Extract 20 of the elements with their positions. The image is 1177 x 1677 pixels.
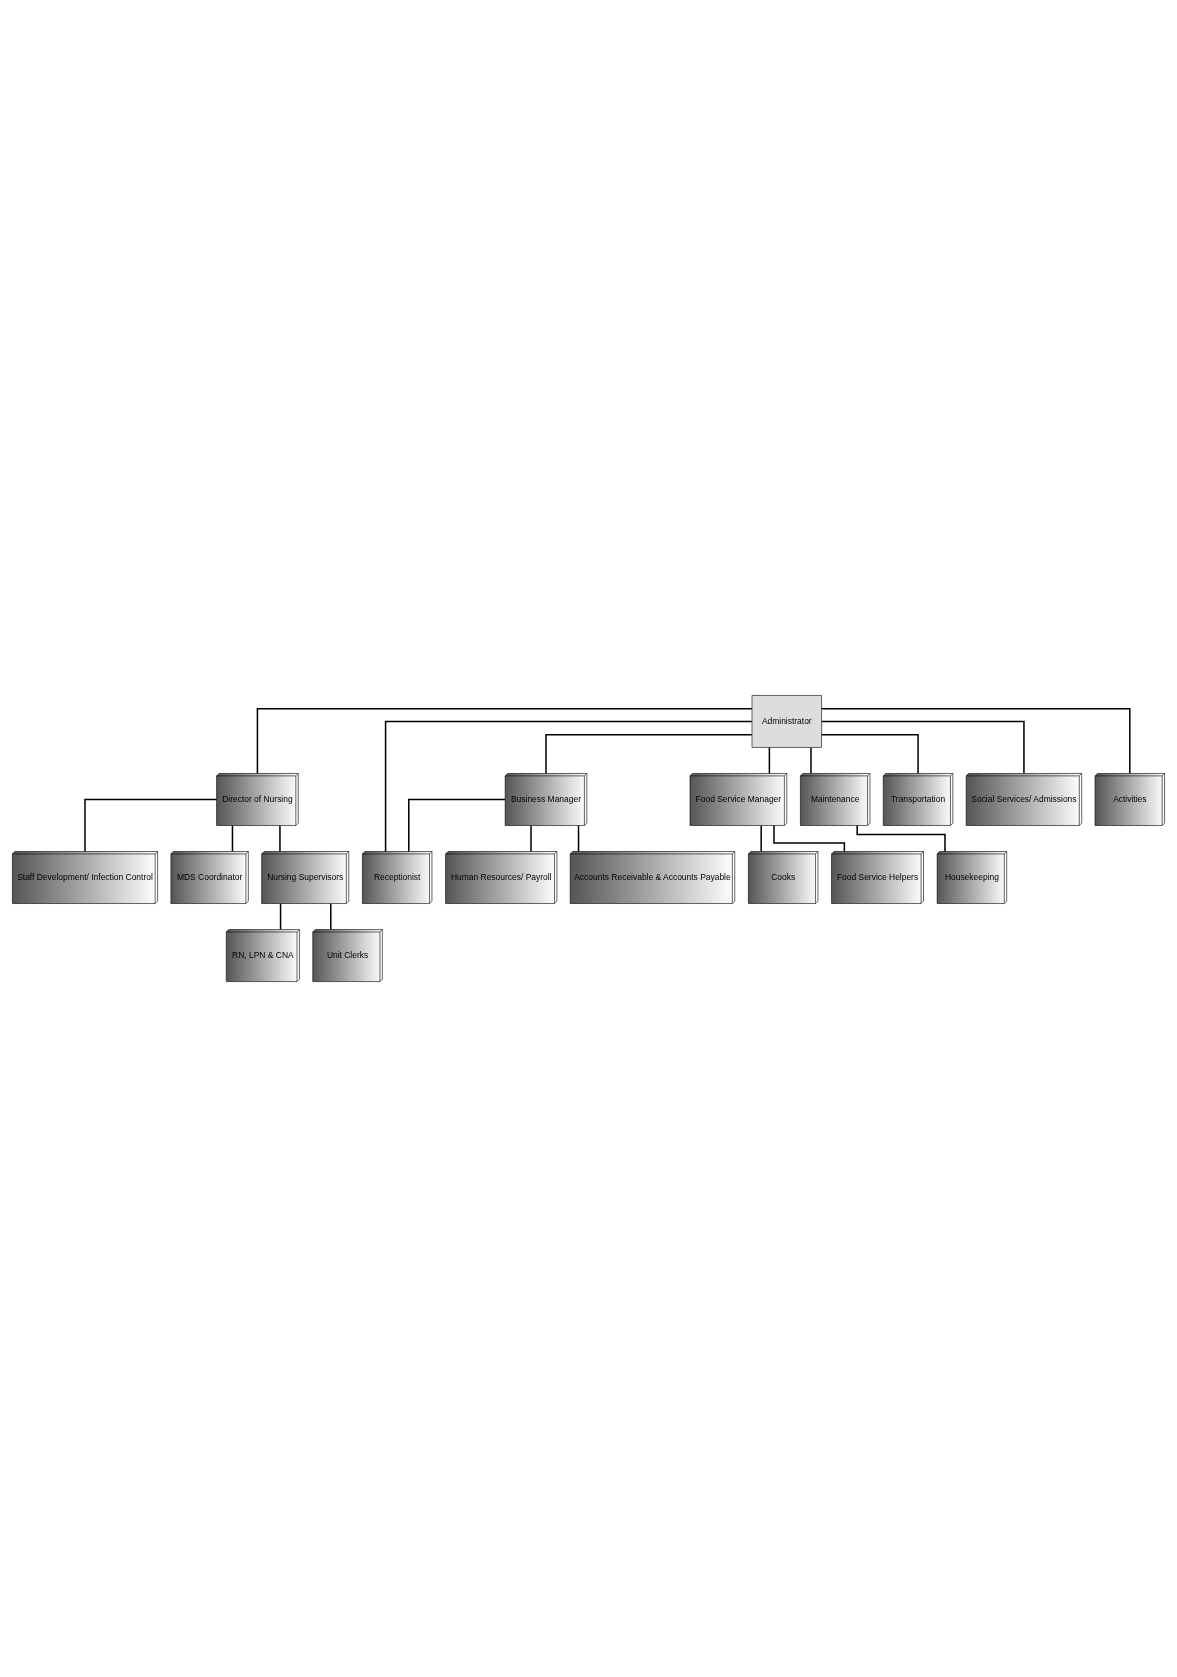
- connector: [810, 746, 812, 774]
- connector: [821, 720, 1025, 775]
- connector: [545, 734, 753, 775]
- connector: [530, 824, 532, 852]
- connector: [577, 824, 580, 852]
- connector: [768, 746, 771, 774]
- connector: [330, 902, 332, 931]
- connector: [384, 720, 753, 853]
- node-box: Administrator: [751, 695, 822, 748]
- connector: [856, 824, 946, 853]
- connector: [279, 902, 282, 931]
- connector: [408, 798, 506, 853]
- connector: [231, 824, 234, 852]
- connector: [256, 707, 753, 774]
- connector: [820, 734, 919, 775]
- connector: [773, 824, 846, 853]
- connector: [279, 824, 281, 852]
- connector: [760, 824, 762, 852]
- connector: [84, 798, 218, 853]
- connector: [820, 707, 1131, 774]
